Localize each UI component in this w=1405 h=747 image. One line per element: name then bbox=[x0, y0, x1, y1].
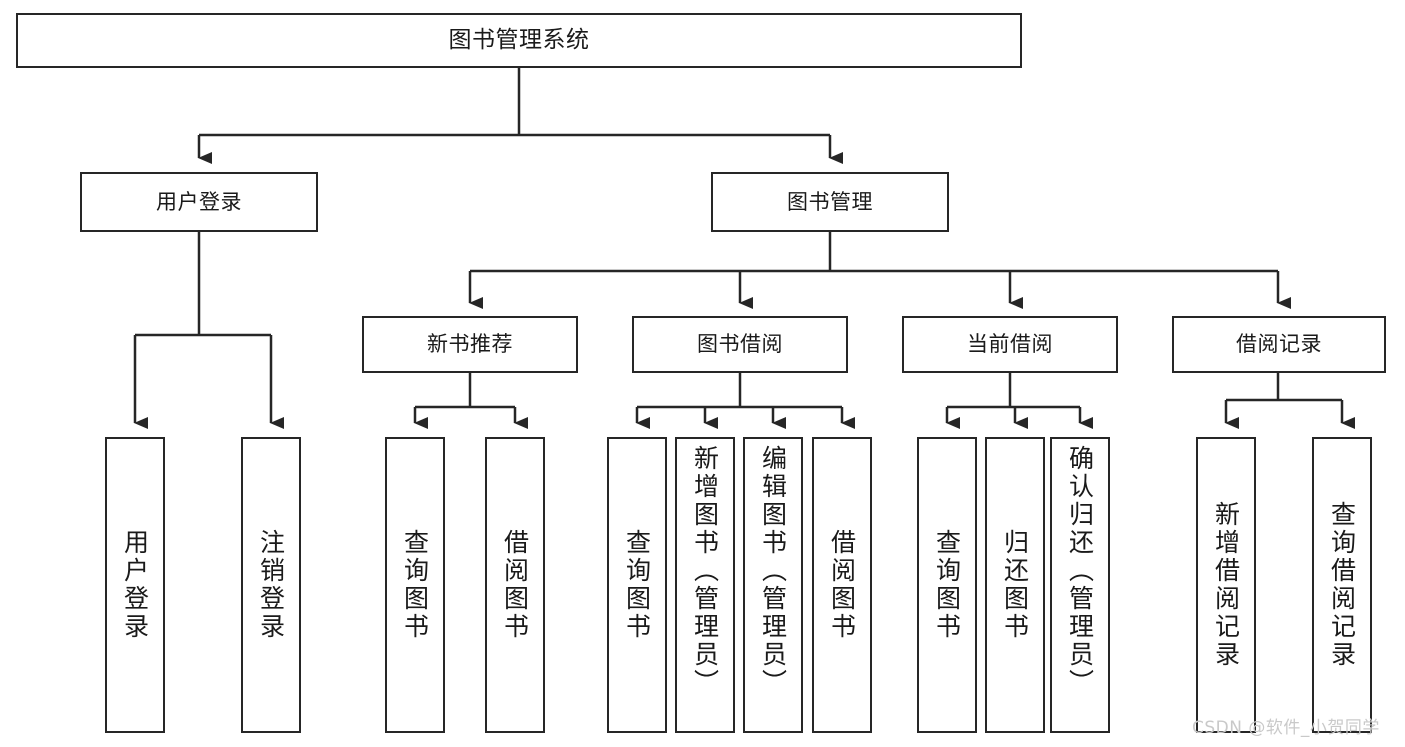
leaf-new-book-query-book[interactable]: 查询图书 bbox=[385, 437, 445, 733]
node-label: 注销登录 bbox=[256, 529, 286, 641]
leaf-user-login-login[interactable]: 用户登录 bbox=[105, 437, 165, 733]
node-label: 借阅记录 bbox=[1236, 332, 1322, 357]
leaf-borrow-records-query-record[interactable]: 查询借阅记录 bbox=[1312, 437, 1372, 733]
node-label: 确认归还（管理员） bbox=[1065, 445, 1095, 697]
node-current-borrow[interactable]: 当前借阅 bbox=[902, 316, 1118, 373]
node-label: 图书管理 bbox=[787, 189, 873, 214]
node-label: 图书借阅 bbox=[697, 332, 783, 357]
node-label: 新书推荐 bbox=[427, 332, 513, 357]
node-label: 用户登录 bbox=[120, 529, 150, 641]
node-label: 查询图书 bbox=[622, 529, 652, 641]
node-label: 查询借阅记录 bbox=[1327, 501, 1357, 669]
node-label: 编辑图书（管理员） bbox=[758, 445, 788, 697]
node-root-book-management-system[interactable]: 图书管理系统 bbox=[16, 13, 1022, 68]
node-label: 借阅图书 bbox=[827, 529, 857, 641]
leaf-new-book-borrow-book[interactable]: 借阅图书 bbox=[485, 437, 545, 733]
leaf-book-borrow-borrow-book[interactable]: 借阅图书 bbox=[812, 437, 872, 733]
node-label: 借阅图书 bbox=[500, 529, 530, 641]
leaf-current-borrow-confirm-return-admin[interactable]: 确认归还（管理员） bbox=[1050, 437, 1110, 733]
node-label: 归还图书 bbox=[1000, 529, 1030, 641]
leaf-book-borrow-edit-book-admin[interactable]: 编辑图书（管理员） bbox=[743, 437, 803, 733]
leaf-borrow-records-add-record[interactable]: 新增借阅记录 bbox=[1196, 437, 1256, 733]
node-label: 新增借阅记录 bbox=[1211, 501, 1241, 669]
node-label: 图书管理系统 bbox=[448, 27, 590, 54]
leaf-book-borrow-query-book[interactable]: 查询图书 bbox=[607, 437, 667, 733]
node-book-management[interactable]: 图书管理 bbox=[711, 172, 949, 232]
node-new-book-recommend[interactable]: 新书推荐 bbox=[362, 316, 578, 373]
leaf-current-borrow-query-book[interactable]: 查询图书 bbox=[917, 437, 977, 733]
leaf-book-borrow-add-book-admin[interactable]: 新增图书（管理员） bbox=[675, 437, 735, 733]
node-book-borrow[interactable]: 图书借阅 bbox=[632, 316, 848, 373]
node-label: 新增图书（管理员） bbox=[690, 445, 720, 697]
node-label: 用户登录 bbox=[156, 189, 242, 214]
node-label: 当前借阅 bbox=[967, 332, 1053, 357]
node-label: 查询图书 bbox=[932, 529, 962, 641]
leaf-user-login-logout[interactable]: 注销登录 bbox=[241, 437, 301, 733]
node-label: 查询图书 bbox=[400, 529, 430, 641]
leaf-current-borrow-return-book[interactable]: 归还图书 bbox=[985, 437, 1045, 733]
node-user-login[interactable]: 用户登录 bbox=[80, 172, 318, 232]
node-borrow-records[interactable]: 借阅记录 bbox=[1172, 316, 1386, 373]
